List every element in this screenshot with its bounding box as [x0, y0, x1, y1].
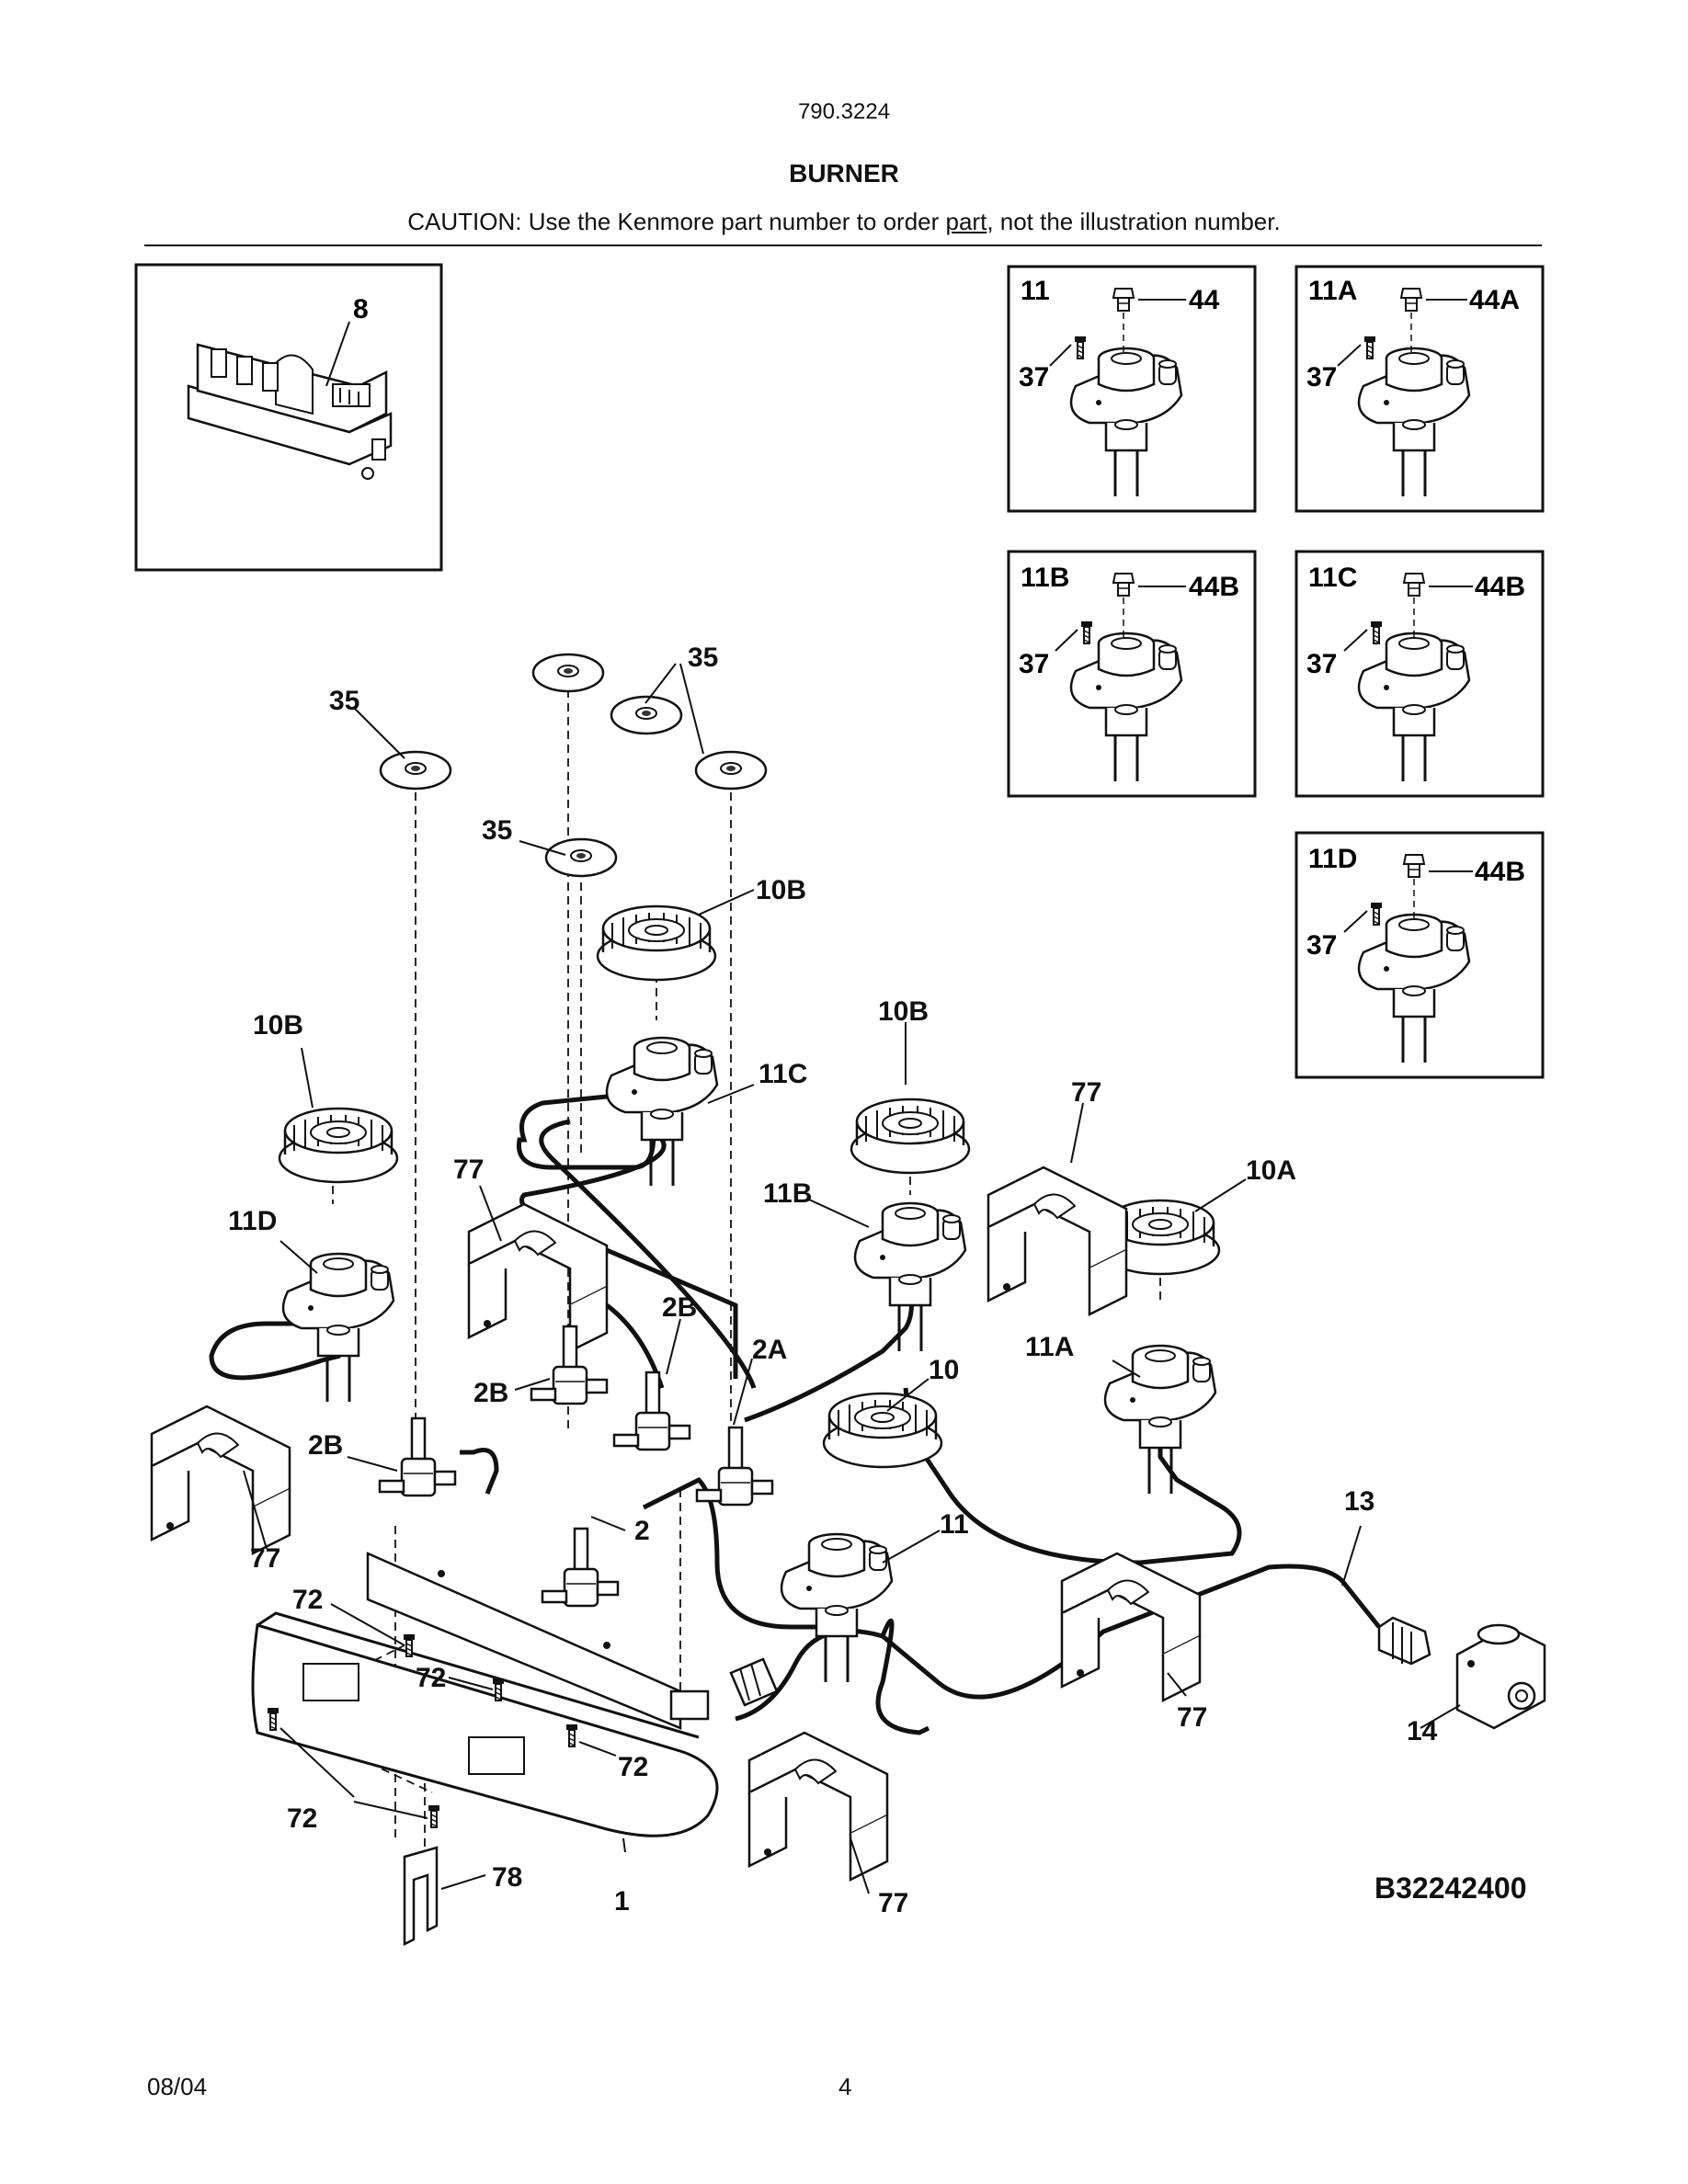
inset-label-screw: 37	[1306, 649, 1337, 679]
footer-date: 08/04	[147, 2073, 208, 2100]
caution-note: CAUTION: Use the Kenmore part number to …	[0, 208, 1688, 236]
screw-72-e	[428, 1804, 440, 1828]
pressure-regulator-14	[1455, 1623, 1546, 1730]
callout-label: 2B	[662, 1292, 697, 1323]
valve-2	[541, 1527, 620, 1608]
inset-label-part: 11	[1021, 276, 1050, 306]
callout-label: 11B	[763, 1178, 812, 1209]
burner-cap-35-d	[694, 750, 768, 791]
valve-2b-c	[378, 1416, 457, 1497]
fitting-left	[729, 1657, 779, 1707]
burner-cap-35-e	[544, 837, 618, 878]
burner-head-10b-a	[596, 904, 717, 982]
bracket-77-b	[987, 1166, 1128, 1316]
callout-label: 11D	[228, 1206, 277, 1236]
callout-label: 72	[287, 1803, 317, 1834]
callout-label: 11	[940, 1509, 969, 1540]
gas-tubes	[209, 1091, 1381, 1735]
callout-label: 77	[453, 1155, 484, 1185]
burner-head-10b-b	[278, 1107, 399, 1184]
callout-label: 2B	[473, 1378, 508, 1408]
callout-label: 35	[688, 643, 718, 673]
bracket-78	[403, 1846, 439, 1947]
caution-text: CAUTION: Use the Kenmore part number to …	[407, 208, 946, 235]
bracket-77-d	[1060, 1552, 1202, 1702]
callout-label: 72	[416, 1663, 446, 1693]
callout-label: 1	[614, 1886, 630, 1917]
inset-label-orifice: 44B	[1475, 857, 1525, 887]
inset-label-orifice: 44	[1189, 285, 1220, 315]
inset-label-screw: 37	[1019, 362, 1049, 392]
inset-label-part: 11D	[1308, 844, 1357, 874]
burner-head-10	[822, 1392, 943, 1469]
burner-cap-35-b	[531, 653, 605, 693]
callout-label: 77	[250, 1543, 280, 1574]
bracket-77-e	[747, 1731, 889, 1882]
valve-2a	[695, 1426, 774, 1507]
inset-label-orifice: 44B	[1189, 572, 1239, 602]
drawing-number: B32242400	[1374, 1871, 1526, 1905]
burner-head-10b-c	[850, 1098, 971, 1175]
callout-label: 2	[634, 1516, 650, 1546]
caution-link-text: part	[945, 208, 987, 235]
inset-label-part: 11A	[1308, 276, 1357, 306]
page-title: BURNER	[789, 159, 899, 188]
page-number: 4	[838, 2073, 852, 2100]
callout-label: 14	[1407, 1716, 1438, 1746]
bracket-77-c	[150, 1405, 291, 1555]
inset-label-part: 11C	[1308, 563, 1357, 593]
caution-text-end: , not the illustration number.	[987, 208, 1281, 235]
callout-label: 10B	[878, 996, 929, 1027]
callout-label: 72	[618, 1752, 648, 1782]
callout-label: 10B	[253, 1010, 303, 1041]
model-number: 790.3224	[797, 99, 891, 124]
leader-lines	[243, 663, 1461, 1894]
inset-label-screw: 37	[1306, 362, 1337, 392]
callout-label: 35	[329, 686, 359, 716]
inset-label-screw: 37	[1019, 649, 1049, 679]
callout-labels: 35 35 35 10B 10B 10B 10A 10 11C 11B 11D …	[228, 643, 1438, 1918]
inset-label-screw: 37	[1306, 930, 1337, 961]
header-rule	[144, 245, 1542, 246]
valve-2b-b	[612, 1371, 691, 1451]
inset-label-orifice: 44B	[1475, 572, 1525, 602]
manifold-1	[251, 1552, 719, 1837]
burner-cap-35-a	[379, 750, 452, 791]
callout-label: 77	[1071, 1077, 1101, 1108]
callout-label: 35	[482, 815, 512, 846]
callout-label: 2B	[308, 1430, 343, 1461]
callout-label: 11A	[1025, 1332, 1074, 1362]
spark-module-drawing	[187, 321, 393, 480]
inset-label-part: 8	[353, 294, 369, 324]
burner-seat-11c-main	[605, 1036, 719, 1188]
callout-label: 10A	[1246, 1155, 1296, 1186]
callout-label: 10	[929, 1355, 959, 1385]
bracket-77-a	[467, 1202, 609, 1353]
callout-label: 78	[492, 1862, 522, 1893]
burner-seat-11d-main	[281, 1252, 395, 1404]
inset-label-part: 11B	[1021, 563, 1069, 593]
inset-label-orifice: 44A	[1469, 285, 1520, 315]
callout-label: 2A	[752, 1335, 787, 1365]
callout-label: 77	[878, 1888, 908, 1918]
callout-label: 11C	[758, 1059, 807, 1089]
callout-label: 13	[1344, 1486, 1374, 1517]
callout-label: 77	[1177, 1702, 1207, 1733]
burner-seat-11a-main	[1103, 1344, 1217, 1496]
callout-label: 10B	[756, 875, 806, 905]
burner-seat-11b-main	[853, 1201, 967, 1353]
callout-label: 72	[292, 1585, 323, 1615]
fitting-13	[1377, 1616, 1431, 1666]
